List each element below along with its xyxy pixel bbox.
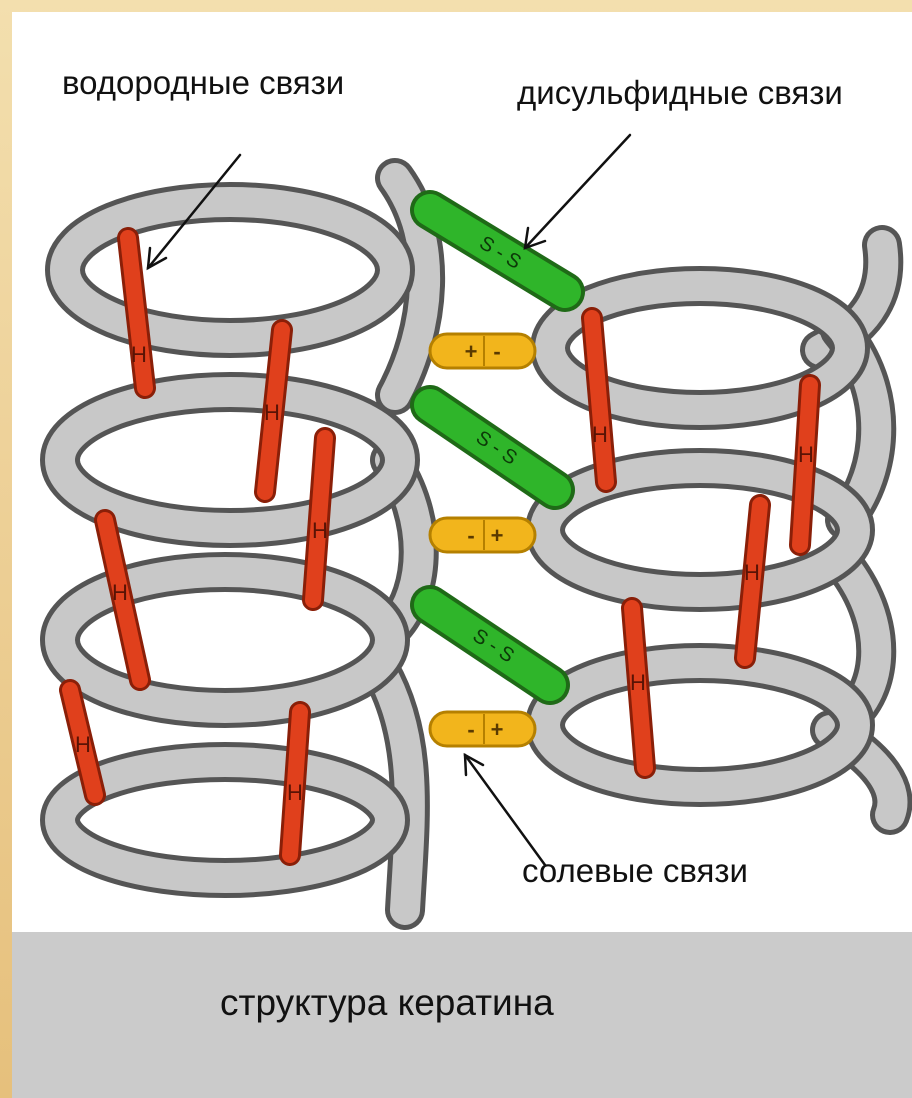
salt-bonds-label: солевые связи <box>522 852 748 890</box>
h-mark: H <box>798 442 814 467</box>
salt-bond <box>430 712 535 746</box>
h-mark: H <box>592 422 608 447</box>
charge-mark: + <box>465 339 478 364</box>
left-helix-ring <box>60 572 390 708</box>
h-mark: H <box>75 732 91 757</box>
salt-bond <box>430 334 535 368</box>
h-mark: H <box>112 580 128 605</box>
disulfide-pointer-arrow <box>525 135 630 248</box>
left-helix-ring <box>60 392 400 528</box>
caption-bar: структура кератина <box>12 932 912 1098</box>
left-helix-ring <box>65 202 395 338</box>
charge-mark: + <box>491 717 504 742</box>
h-mark: H <box>312 518 328 543</box>
h-mark: H <box>630 670 646 695</box>
keratin-diagram: H H H H H H H H H H S - S S - S S - S <box>12 12 912 932</box>
charge-mark: - <box>467 717 474 742</box>
h-mark: H <box>287 780 303 805</box>
charge-mark: - <box>493 339 500 364</box>
charge-mark: + <box>491 523 504 548</box>
disulfide-bonds-label: дисульфидные связи <box>517 74 843 112</box>
h-mark: H <box>744 560 760 585</box>
caption-title: структура кератина <box>220 982 554 1024</box>
salt-pointer-arrow <box>465 755 545 865</box>
charge-mark: - <box>467 523 474 548</box>
h-mark: H <box>131 342 147 367</box>
h-mark: H <box>264 400 280 425</box>
salt-bond <box>430 518 535 552</box>
hydrogen-bonds-label: водородные связи <box>62 64 344 102</box>
